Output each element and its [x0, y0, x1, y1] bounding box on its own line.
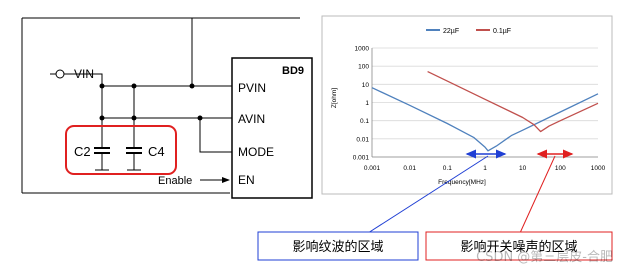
pin-en: EN — [238, 173, 255, 187]
impedance-chart: 1000 100 10 1 0.1 0.01 0.001 0.001 0.01 0.1 1 10 100… — [321, 15, 613, 195]
capacitor-highlight-box — [65, 125, 177, 175]
y-tick-label: 0.001 — [353, 155, 370, 162]
capacitor-c2 — [94, 147, 110, 171]
y-tick-label: 1 — [365, 100, 369, 107]
x-axis-label: Frequency[MHz] — [438, 179, 486, 186]
pin-mode: MODE — [238, 145, 274, 159]
wire-mode — [199, 118, 232, 153]
watermark: CSDN @第三层皮-合肥 — [476, 250, 613, 265]
schematic: BD9 PVIN AVIN MODE EN VIN — [21, 17, 313, 199]
cap-label-c2: C2 — [74, 144, 91, 159]
x-tick-label: 10 — [519, 165, 527, 172]
chart-frame — [321, 15, 613, 195]
x-tick-label: 100 — [555, 165, 566, 172]
pin-avin: AVIN — [238, 112, 265, 126]
y-tick-label: 100 — [358, 64, 369, 71]
noise-region-label: 影响开关噪声的区域 — [460, 239, 577, 255]
cap-label-c4: C4 — [148, 144, 165, 159]
enable-label: Enable — [158, 175, 192, 187]
noise-region-box — [425, 231, 613, 261]
legend-label-22uf: 22µF — [443, 28, 459, 35]
x-tick-label: 0.001 — [364, 165, 381, 172]
y-tick-label: 0.1 — [360, 118, 369, 125]
y-tick-label: 1000 — [355, 46, 370, 53]
ripple-callout-line — [367, 155, 489, 234]
x-tick-label: 1 — [483, 165, 487, 172]
chip-body — [231, 57, 313, 199]
ripple-region-box — [257, 231, 419, 261]
x-tick-label: 1000 — [591, 165, 606, 172]
chip-name: BD9 — [282, 65, 304, 77]
chart-legend: 22µF 0.1µF — [426, 28, 511, 35]
vin-terminal — [55, 69, 65, 79]
y-tick-label: 0.01 — [356, 136, 369, 143]
y-axis-label: Z[ohm] — [331, 88, 338, 108]
y-tick-label: 10 — [362, 82, 370, 89]
ripple-region-label: 影响纹波的区域 — [292, 239, 383, 255]
capacitor-c4 — [126, 147, 142, 171]
x-tick-label: 0.01 — [403, 165, 416, 172]
junction-dot — [189, 83, 195, 89]
legend-label-0-1uf: 0.1µF — [493, 28, 511, 35]
noise-callout-line — [519, 155, 556, 234]
pin-pvin: PVIN — [238, 81, 266, 95]
x-tick-label: 0.1 — [443, 165, 452, 172]
series-line-0-1uf — [427, 71, 599, 133]
